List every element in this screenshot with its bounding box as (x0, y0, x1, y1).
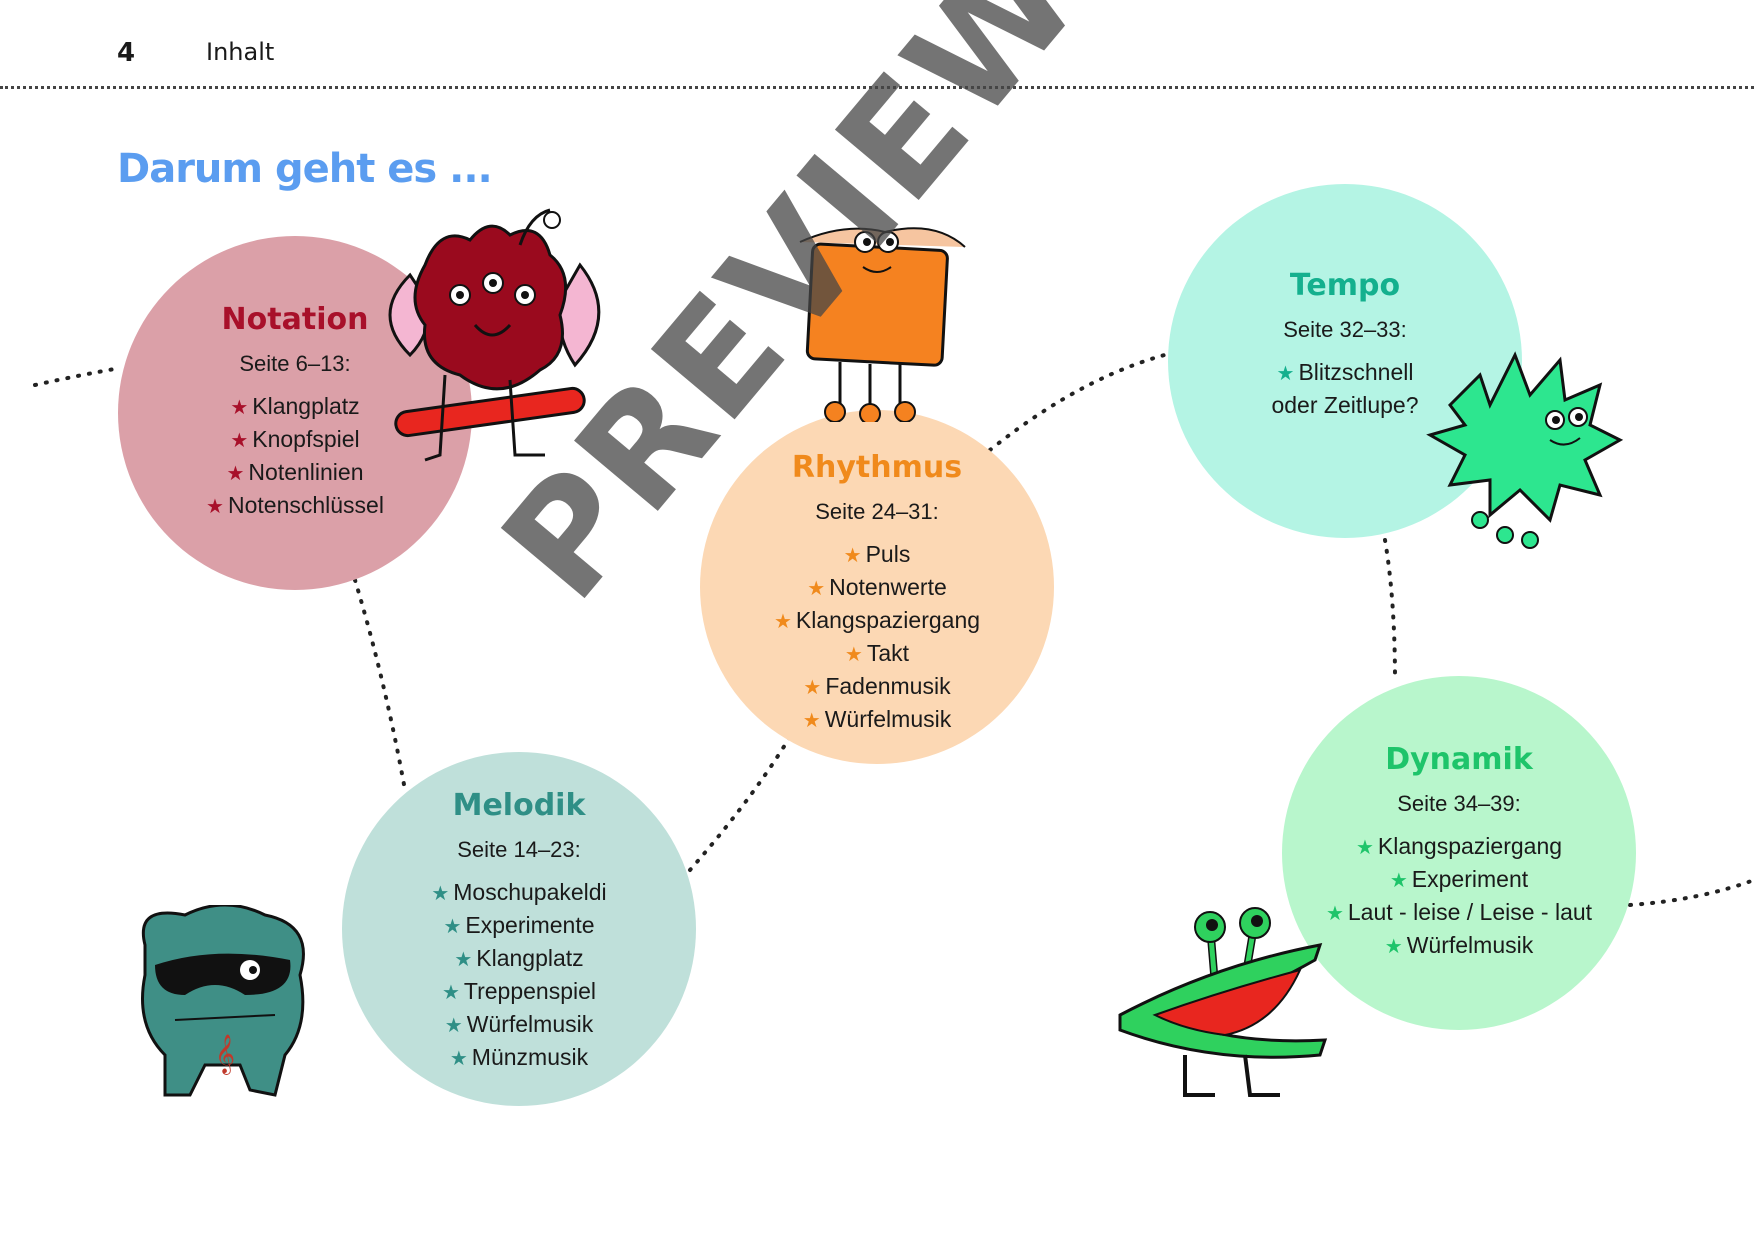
star-icon: ★ (773, 611, 792, 633)
topic-title-rhythmus: Rhythmus (791, 450, 963, 485)
star-icon: ★ (844, 644, 863, 666)
path-notation-melodik (353, 578, 407, 792)
list-item: ★Notenlinien (226, 459, 364, 485)
topic-circle-melodik: Melodik Seite 14–23: ★Moschupakeldi ★Exp… (342, 752, 696, 1106)
topic-title-tempo: Tempo (1289, 268, 1401, 303)
star-icon: ★ (1384, 936, 1403, 958)
list-item: ★Laut - leise / Leise - laut (1325, 899, 1593, 925)
list-item: ★Puls (843, 541, 911, 567)
topic-pages-dynamik: Seite 34–39: (1397, 791, 1521, 816)
topic-list-notation: ★Klangplatz ★Knopfspiel ★Notenlinien ★No… (206, 391, 384, 523)
topic-list-tempo: ★Blitzschnell oder Zeitlupe? (1265, 357, 1425, 421)
teal-masked-monster-illustration: 𝄞 (141, 905, 305, 1097)
star-icon: ★ (1276, 363, 1295, 385)
green-spiky-monster-illustration (1426, 351, 1624, 549)
star-icon: ★ (802, 710, 821, 732)
list-item: ★Klangplatz (230, 393, 360, 419)
running-head: Inhalt (206, 38, 275, 66)
topic-circle-dynamik: Dynamik Seite 34–39: ★Klangspaziergang ★… (1282, 676, 1636, 1030)
list-item: ★Notenschlüssel (206, 492, 384, 518)
topic-title-notation: Notation (221, 302, 369, 337)
star-icon: ★ (441, 982, 460, 1004)
star-icon: ★ (454, 949, 473, 971)
orange-monster-illustration (799, 227, 966, 422)
topic-title-dynamik: Dynamik (1385, 742, 1533, 777)
star-icon: ★ (444, 1015, 463, 1037)
star-icon: ★ (230, 430, 249, 452)
list-item: ★Treppenspiel (441, 978, 597, 1004)
list-item: ★Takt (844, 640, 910, 666)
page-heading: Darum geht es ... (117, 146, 493, 192)
topic-list-dynamik: ★Klangspaziergang ★Experiment ★Laut - le… (1326, 831, 1592, 963)
treble-clef-icon: 𝄞 (215, 1034, 235, 1075)
topic-pages-melodik: Seite 14–23: (457, 837, 581, 862)
star-icon: ★ (206, 496, 224, 518)
star-icon: ★ (1325, 903, 1344, 925)
list-item: ★Experiment (1389, 866, 1529, 892)
path-rhythmus-tempo (988, 348, 1187, 452)
star-icon: ★ (843, 545, 862, 567)
topic-pages-notation: Seite 6–13: (239, 351, 351, 376)
path-dynamik-right-edge (1628, 878, 1754, 907)
star-icon: ★ (226, 463, 245, 485)
topic-pages-rhythmus: Seite 24–31: (815, 499, 939, 524)
list-item: ★Würfelmusik (802, 706, 952, 732)
topic-circle-rhythmus: Rhythmus Seite 24–31: ★Puls ★Notenwerte … (700, 410, 1054, 764)
green-mouth-monster-illustration (1118, 907, 1328, 1097)
list-item: ★Moschupakeldi (431, 879, 607, 905)
star-icon: ★ (449, 1048, 468, 1070)
topic-list-melodik: ★Moschupakeldi ★Experimente ★Klangplatz … (431, 877, 606, 1075)
list-item: ★Blitzschnell oder Zeitlupe? (1271, 359, 1419, 418)
path-tempo-dynamik (1383, 538, 1397, 682)
list-item: ★Notenwerte (807, 574, 947, 600)
star-icon: ★ (1389, 870, 1408, 892)
star-icon: ★ (431, 883, 450, 905)
list-item: ★Würfelmusik (1384, 932, 1534, 958)
red-monster-illustration (388, 208, 601, 462)
path-left-edge (33, 366, 122, 387)
topic-title-melodik: Melodik (452, 788, 586, 823)
list-item: ★Klangspaziergang (1355, 833, 1563, 859)
list-item: ★Knopfspiel (230, 426, 360, 452)
list-item: ★Würfelmusik (444, 1011, 594, 1037)
list-item: ★Klangplatz (454, 945, 584, 971)
page-number: 4 (117, 38, 136, 68)
star-icon: ★ (1355, 837, 1374, 859)
star-icon: ★ (230, 397, 249, 419)
list-item: ★Experimente (443, 912, 595, 938)
topic-list-rhythmus: ★Puls ★Notenwerte ★Klangspaziergang ★Tak… (774, 539, 980, 737)
star-icon: ★ (803, 677, 822, 699)
star-icon: ★ (443, 916, 462, 938)
star-icon: ★ (807, 578, 826, 600)
topic-pages-tempo: Seite 32–33: (1283, 317, 1407, 342)
list-item: ★Klangspaziergang (773, 607, 981, 633)
header-dotted-rule (0, 86, 1754, 89)
path-melodik-rhythmus (688, 718, 802, 872)
list-item: ★Münzmusik (449, 1044, 589, 1070)
list-item: ★Fadenmusik (803, 673, 951, 699)
